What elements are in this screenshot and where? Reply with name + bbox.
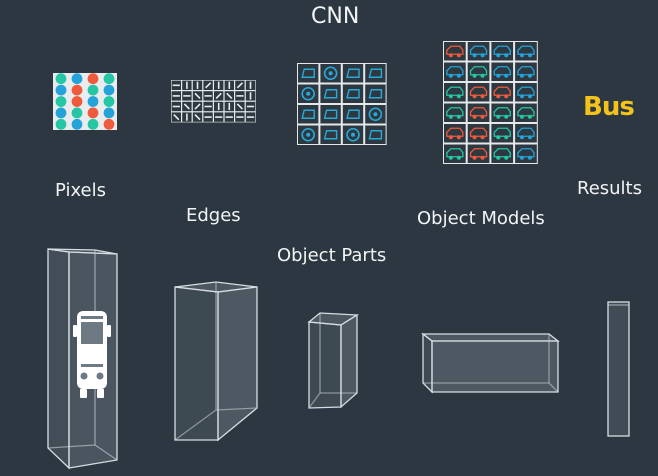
window-icon xyxy=(301,68,315,78)
vehicle-models-grid-icon xyxy=(443,41,538,164)
window-icon xyxy=(346,68,360,78)
pixel-dot xyxy=(87,107,99,119)
pixel-dot xyxy=(103,107,115,119)
pixel-dot xyxy=(55,84,67,96)
window-icon xyxy=(368,130,383,140)
parts-layer-box xyxy=(307,312,360,409)
edge-fragment xyxy=(183,103,191,110)
stage-label-results: Results xyxy=(577,178,642,199)
edge-fragment xyxy=(194,113,201,121)
vehicle-icon xyxy=(517,127,535,137)
edge-fragment xyxy=(236,82,244,89)
wheel-icon xyxy=(346,127,360,142)
window-icon xyxy=(301,109,315,119)
edge-fragment xyxy=(236,103,244,110)
stage-label-object-models: Object Models xyxy=(417,208,545,229)
pixel-dot xyxy=(55,118,67,130)
window-icon xyxy=(346,89,360,99)
results-layer-box xyxy=(607,301,630,437)
pixel-dot xyxy=(71,84,83,96)
wheel-icon xyxy=(301,86,316,101)
vehicle-icon xyxy=(517,45,535,55)
pixel-dot xyxy=(55,73,67,85)
vehicle-icon xyxy=(469,86,488,96)
models-layer-box xyxy=(421,332,560,394)
window-icon xyxy=(346,109,360,119)
vehicle-icon xyxy=(446,86,464,96)
stage-label-pixels: Pixels xyxy=(55,180,107,201)
vehicle-icon xyxy=(469,148,488,158)
vehicle-icon xyxy=(446,148,464,158)
wheel-icon xyxy=(301,127,316,142)
edge-fragment-grid-icon xyxy=(171,80,256,123)
pixel-dot xyxy=(103,84,115,96)
pixel-dot xyxy=(55,96,67,107)
edges-layer-box xyxy=(174,281,258,442)
pixel-dot xyxy=(103,73,115,85)
wheel-icon xyxy=(323,66,338,81)
edge-fragment xyxy=(226,92,233,100)
pixel-dot xyxy=(87,118,99,130)
pixel-dot xyxy=(87,73,99,85)
pixel-dot xyxy=(71,96,83,107)
bus-front-icon xyxy=(73,311,111,398)
window-icon xyxy=(323,130,338,140)
vehicle-icon xyxy=(493,107,511,117)
vehicle-icon xyxy=(493,45,511,55)
edge-fragment xyxy=(173,113,180,121)
vehicle-icon xyxy=(517,148,535,158)
stage-label-object-parts: Object Parts xyxy=(277,245,387,266)
vehicle-icon xyxy=(493,86,511,96)
vehicle-icon xyxy=(446,107,464,117)
vehicle-icon xyxy=(493,127,511,137)
pixel-dot xyxy=(71,107,83,119)
window-icon xyxy=(323,89,338,99)
edge-fragment xyxy=(194,92,201,100)
stage-label-edges: Edges xyxy=(186,205,241,226)
vehicle-parts-grid-icon xyxy=(297,63,387,145)
vehicle-icon xyxy=(446,45,464,55)
edge-fragment xyxy=(194,103,201,110)
window-icon xyxy=(323,109,338,119)
edge-fragment xyxy=(215,92,222,100)
colored-pixel-grid-icon xyxy=(53,73,117,130)
pixel-dot xyxy=(103,118,115,130)
pixel-dot xyxy=(87,84,99,96)
vehicle-icon xyxy=(469,107,488,117)
pixel-dot xyxy=(103,96,115,107)
vehicle-icon xyxy=(517,86,535,96)
vehicle-icon xyxy=(469,66,488,76)
vehicle-icon xyxy=(493,66,511,76)
pixel-dot xyxy=(71,73,83,85)
wheel-icon xyxy=(368,107,383,122)
vehicle-icon xyxy=(517,66,535,76)
pixel-dot xyxy=(55,107,67,119)
diagram-title: CNN xyxy=(311,4,360,29)
vehicle-icon xyxy=(446,66,464,76)
vehicle-icon xyxy=(469,127,488,137)
window-icon xyxy=(368,68,383,78)
window-icon xyxy=(368,89,383,99)
vehicle-icon xyxy=(469,45,488,55)
pixel-dot xyxy=(87,96,99,107)
pixel-dot xyxy=(71,118,83,130)
result-output: Bus xyxy=(583,92,635,122)
vehicle-icon xyxy=(493,148,511,158)
edge-fragment xyxy=(204,82,212,89)
vehicle-icon xyxy=(446,127,464,137)
vehicle-icon xyxy=(517,107,535,117)
